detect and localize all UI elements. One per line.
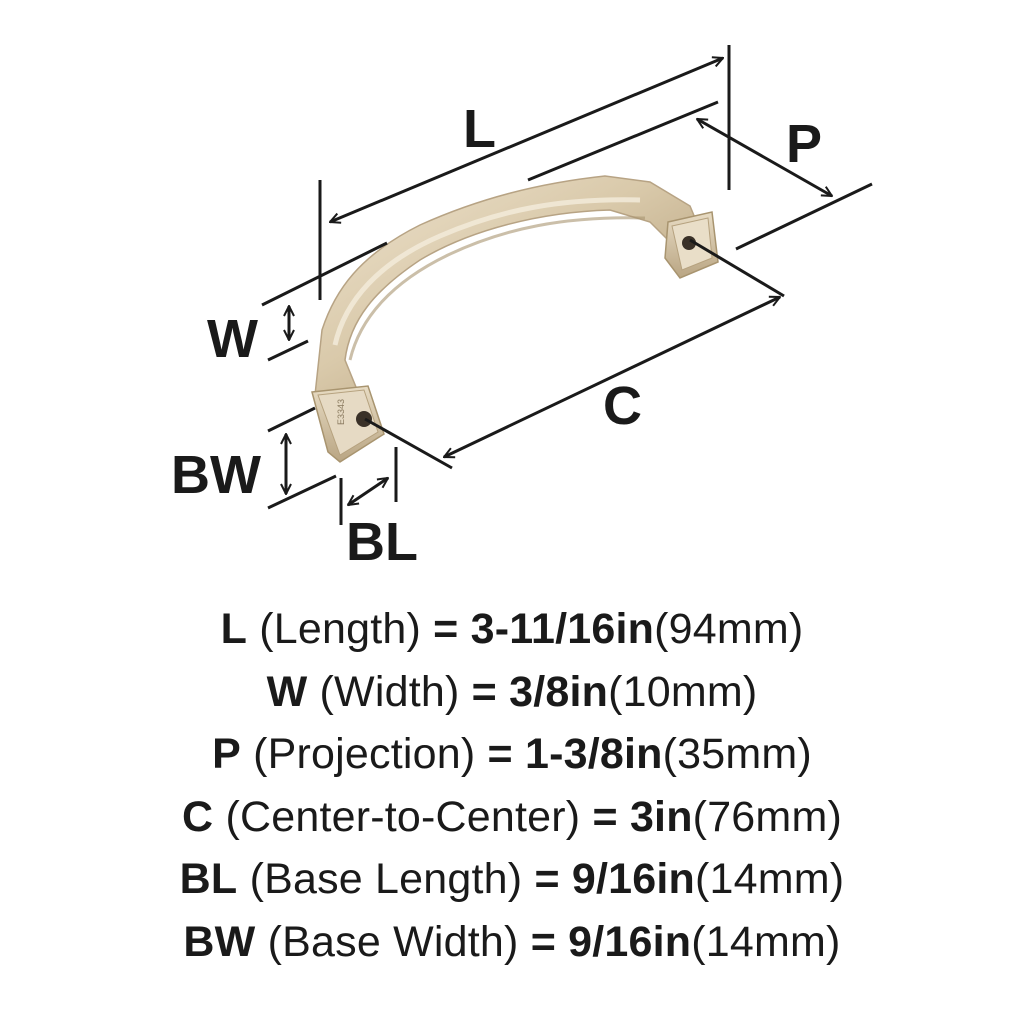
spec-metric: (14mm) bbox=[691, 917, 841, 966]
spec-equals: = bbox=[592, 792, 618, 841]
spec-imperial: 1-3/8in bbox=[525, 730, 663, 778]
right-screw-hole bbox=[682, 236, 696, 250]
spec-imperial: 3-11/16in bbox=[470, 605, 655, 653]
spec-equals: = bbox=[530, 917, 556, 966]
spec-imperial: 3/8in bbox=[509, 667, 609, 716]
spec-row-base-length: BL (Base Length) = 9/16in(14mm) bbox=[0, 848, 1024, 911]
spec-imperial: 9/16in bbox=[568, 917, 692, 966]
spec-code: C bbox=[182, 792, 214, 841]
spec-imperial: 3in bbox=[629, 792, 693, 841]
svg-text:E3343: E3343 bbox=[336, 399, 346, 425]
spec-metric: (10mm) bbox=[608, 667, 758, 716]
spec-equals: = bbox=[471, 667, 497, 716]
spec-row-center-to-center: C (Center-to-Center) = 3in(76mm) bbox=[0, 786, 1024, 849]
label-center-to-center: C bbox=[603, 376, 642, 436]
spec-code: P bbox=[212, 730, 241, 778]
spec-name: (Width) bbox=[319, 667, 460, 716]
spec-metric: (76mm) bbox=[692, 792, 842, 841]
spec-metric: (35mm) bbox=[662, 730, 812, 778]
spec-imperial: 9/16in bbox=[571, 855, 696, 903]
spec-name: (Length) bbox=[259, 605, 421, 653]
spec-name: (Projection) bbox=[253, 730, 476, 778]
spec-code: BW bbox=[183, 917, 256, 966]
spec-name: (Base Length) bbox=[249, 855, 523, 903]
cabinet-pull-illustration: E3343 bbox=[261, 45, 873, 525]
label-projection: P bbox=[786, 114, 823, 174]
spec-code: W bbox=[266, 667, 308, 716]
label-length: L bbox=[463, 99, 496, 159]
spec-equals: = bbox=[433, 605, 459, 653]
left-screw-hole bbox=[356, 411, 372, 427]
dimension-diagram: E3343 bbox=[171, 45, 873, 572]
label-base-length: BL bbox=[346, 512, 418, 572]
spec-equals: = bbox=[534, 855, 560, 903]
spec-name: (Base Width) bbox=[267, 917, 519, 966]
spec-list: L (Length) = 3-11/16in(94mm) W (Width) =… bbox=[0, 598, 1024, 973]
label-base-width: BW bbox=[171, 445, 261, 505]
spec-code: L bbox=[220, 605, 248, 653]
spec-equals: = bbox=[487, 730, 513, 778]
spec-metric: (14mm) bbox=[695, 855, 845, 903]
spec-metric: (94mm) bbox=[654, 605, 804, 653]
spec-row-projection: P (Projection) = 1-3/8in(35mm) bbox=[0, 723, 1024, 786]
spec-name: (Center-to-Center) bbox=[225, 792, 581, 841]
pull-handle: E3343 bbox=[311, 175, 719, 463]
spec-row-width: W (Width) = 3/8in(10mm) bbox=[0, 661, 1024, 724]
label-width: W bbox=[207, 309, 258, 369]
spec-row-length: L (Length) = 3-11/16in(94mm) bbox=[0, 598, 1024, 661]
spec-code: BL bbox=[179, 855, 238, 903]
spec-row-base-width: BW (Base Width) = 9/16in(14mm) bbox=[0, 911, 1024, 974]
dimension-lines bbox=[261, 45, 873, 525]
